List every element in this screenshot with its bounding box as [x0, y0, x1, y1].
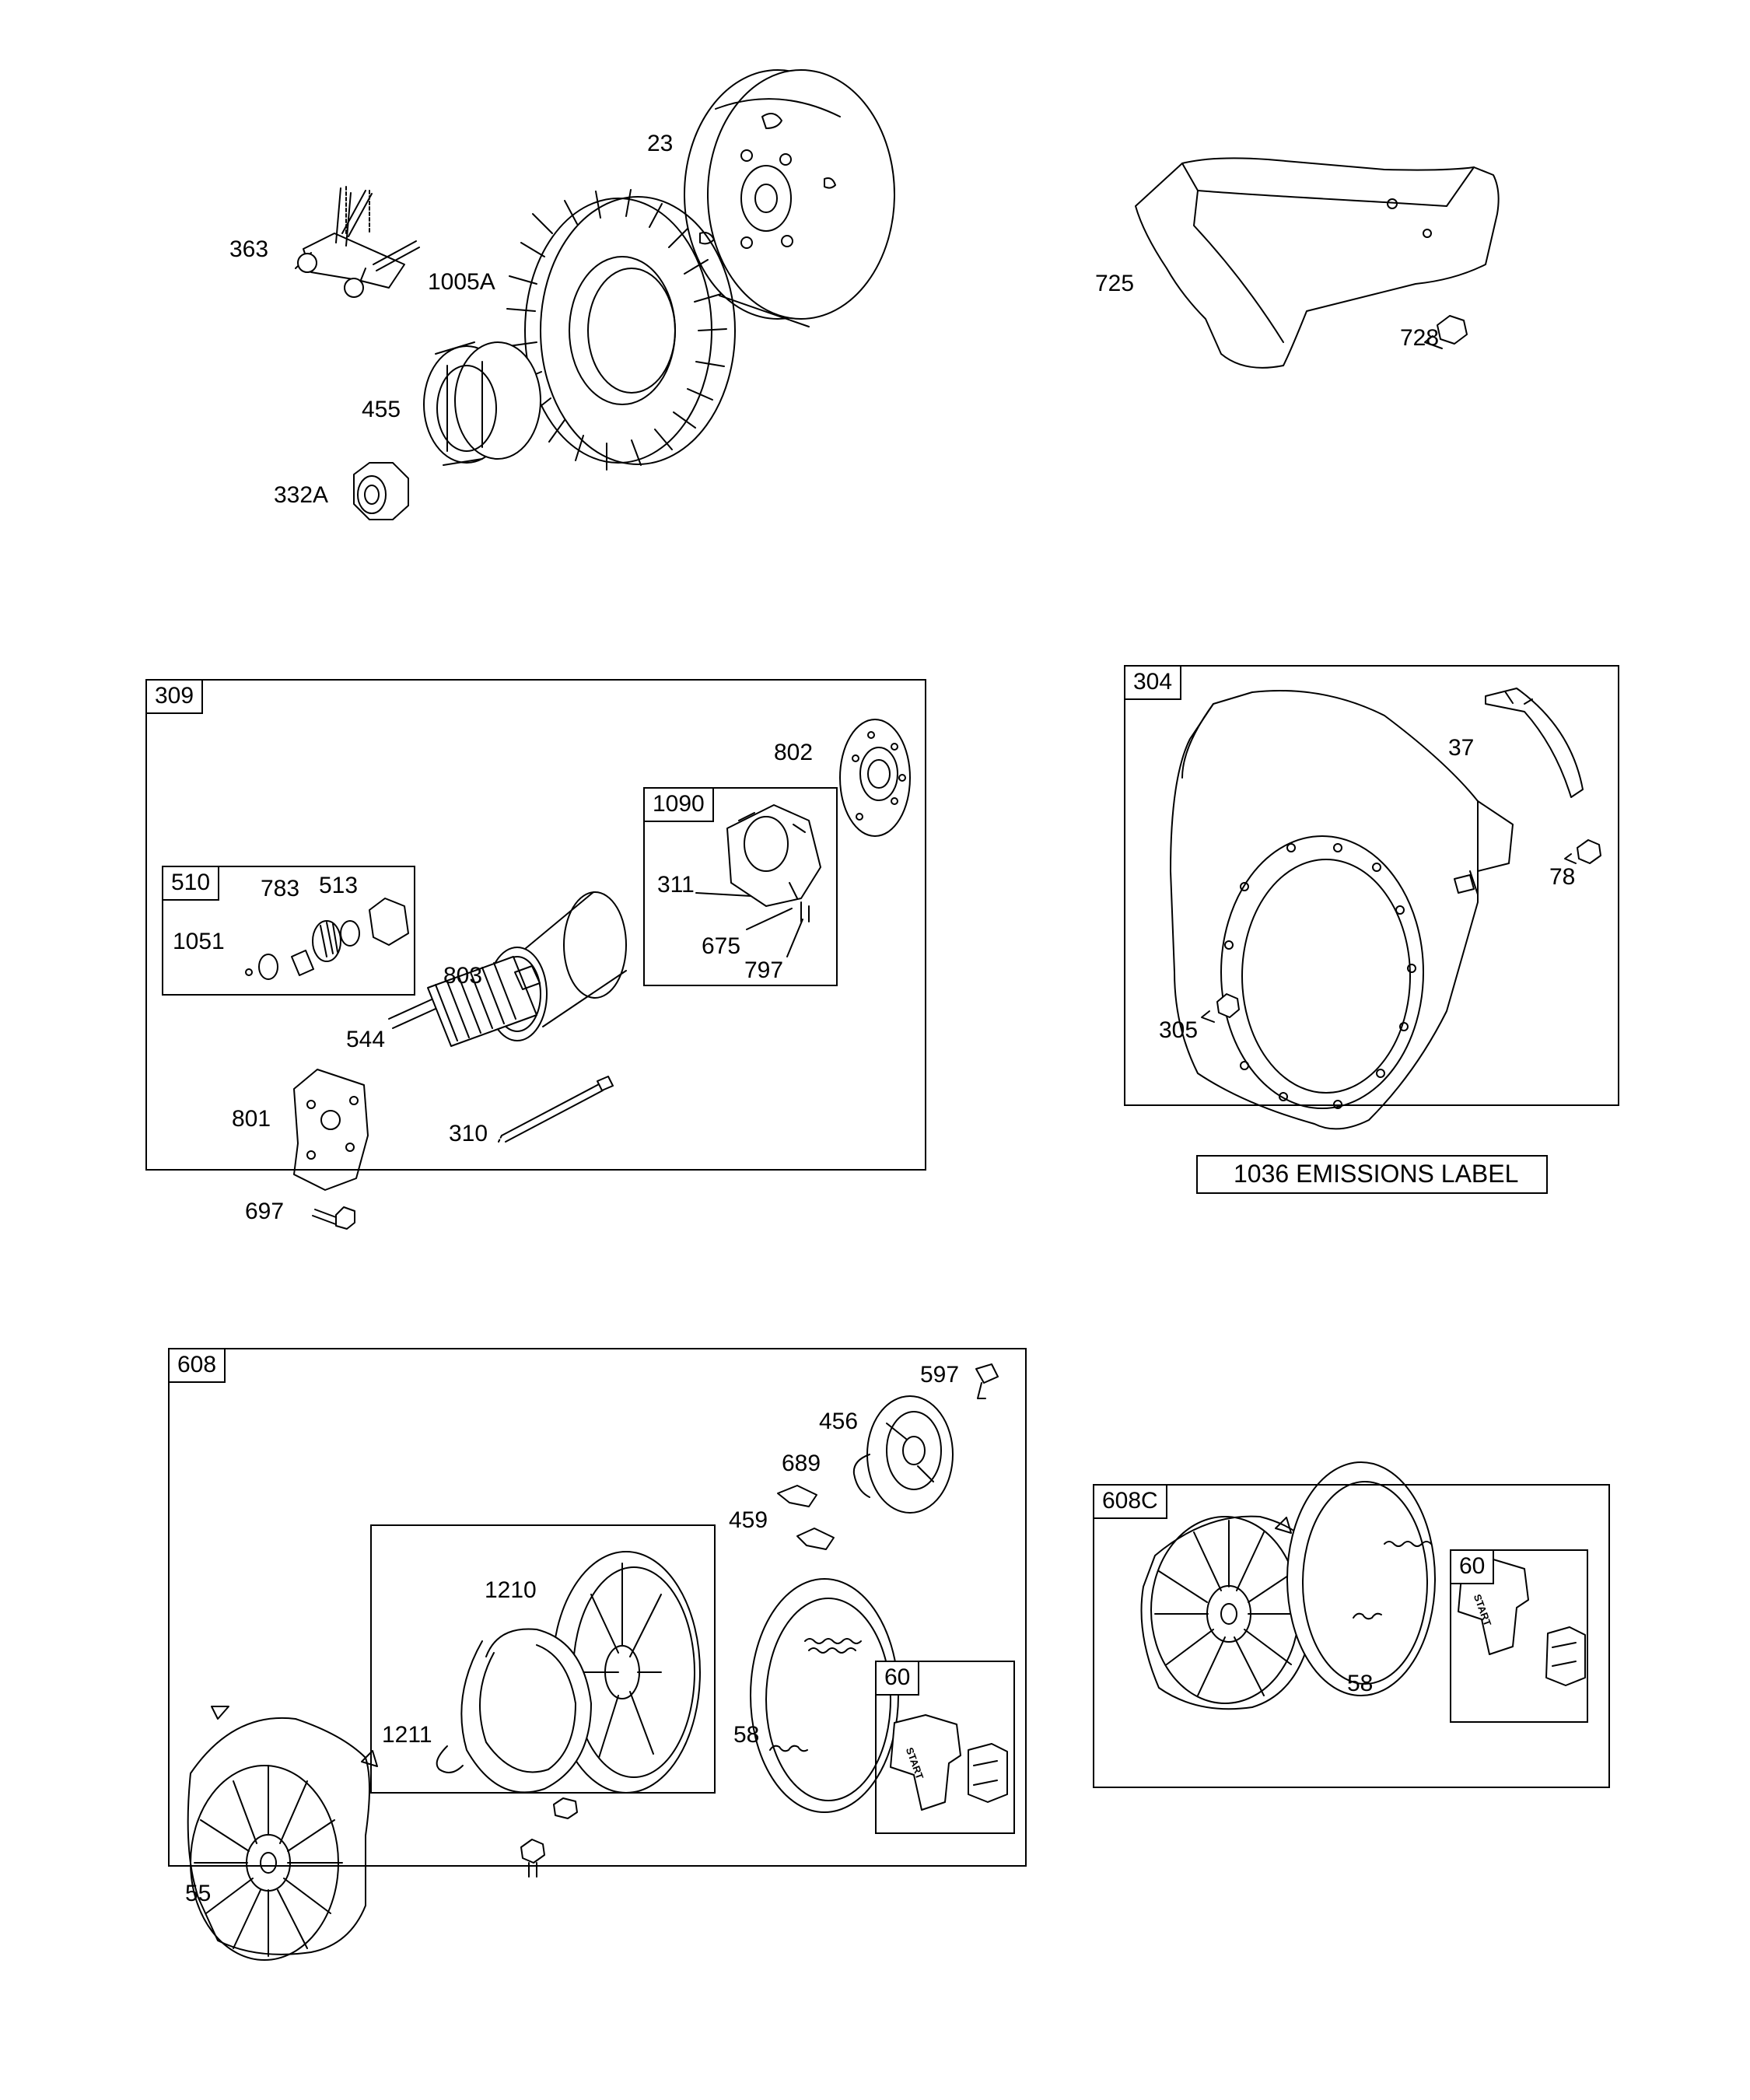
- group-1090-frame: [643, 787, 838, 986]
- group-510-tag: 510: [162, 866, 220, 901]
- part-363-label: 363: [229, 236, 269, 262]
- part-1211-label: 1211: [382, 1722, 432, 1748]
- part-725-label: 725: [1095, 271, 1135, 296]
- group-60-tag: 60: [875, 1661, 920, 1696]
- part-797-label: 797: [744, 957, 784, 983]
- part-544-label: 544: [346, 1027, 386, 1052]
- part-597-label: 597: [920, 1362, 960, 1388]
- bracket-bolts-drawing: [296, 187, 419, 297]
- fan-retainer-drawing: [424, 342, 541, 465]
- group-608c-frame: [1093, 1484, 1610, 1788]
- part-311-label: 311: [657, 872, 695, 898]
- part-310-label: 310: [449, 1121, 488, 1146]
- group-608-frame: [168, 1348, 1027, 1867]
- flywheel-nut-drawing: [354, 463, 408, 520]
- group-60-frame: [875, 1661, 1015, 1834]
- rewind-starter-drawing: [188, 1364, 1007, 1960]
- part-37-label: 37: [1448, 735, 1475, 761]
- part-455-label: 455: [362, 397, 401, 422]
- flywheel-housing-drawing: [684, 70, 894, 327]
- part-802-label: 802: [774, 740, 814, 765]
- part-513-label: 513: [319, 873, 359, 898]
- pulley-subgroup-frame: [370, 1524, 716, 1794]
- part-23-label: 23: [647, 131, 674, 156]
- part-689-label: 689: [782, 1451, 821, 1476]
- group-60c-tag: 60: [1450, 1549, 1495, 1584]
- part-728-label: 728: [1400, 325, 1440, 351]
- blower-housing-drawing: [1171, 688, 1601, 1129]
- screw-697-drawing: [313, 1207, 355, 1229]
- part-1210-label: 1210: [485, 1577, 537, 1603]
- part-55-label: 55: [185, 1881, 212, 1906]
- group-1090-tag: 1090: [643, 787, 714, 822]
- leader-lines: [696, 893, 803, 957]
- group-309-tag: 309: [145, 679, 204, 714]
- part-801-label: 801: [232, 1106, 271, 1132]
- emissions-label-caption: 1036 EMISSIONS LABEL: [1196, 1155, 1549, 1194]
- group-60c-frame: [1450, 1549, 1588, 1723]
- part-1005a-label: 1005A: [428, 269, 495, 295]
- part-78-label: 78: [1549, 864, 1576, 890]
- part-803-label: 803: [443, 963, 483, 989]
- group-608c-tag: 608C: [1093, 1484, 1167, 1519]
- group-608-tag: 608: [168, 1348, 226, 1383]
- part-697-label: 697: [245, 1199, 285, 1224]
- part-459-label: 459: [729, 1507, 768, 1533]
- part-58-label: 58: [733, 1722, 760, 1748]
- rewind-starter-608c-drawing: [1142, 1462, 1586, 1709]
- part-305-label: 305: [1159, 1017, 1199, 1043]
- screw-728-drawing: [1425, 316, 1467, 348]
- part-783-label: 783: [261, 876, 300, 901]
- flywheel-fan-drawing: [507, 190, 735, 470]
- blower-guard-drawing: [1136, 158, 1499, 368]
- group-309-frame: [145, 679, 926, 1171]
- part-1051-label: 1051: [173, 929, 225, 954]
- part-58c-label: 58: [1347, 1671, 1374, 1696]
- part-675-label: 675: [702, 933, 741, 959]
- starter-motor-drawing: [246, 719, 910, 1190]
- part-456-label: 456: [819, 1409, 859, 1434]
- group-510-frame: [162, 866, 415, 996]
- group-304-tag: 304: [1124, 665, 1182, 700]
- group-304-frame: [1124, 665, 1619, 1106]
- part-332a-label: 332A: [274, 482, 329, 508]
